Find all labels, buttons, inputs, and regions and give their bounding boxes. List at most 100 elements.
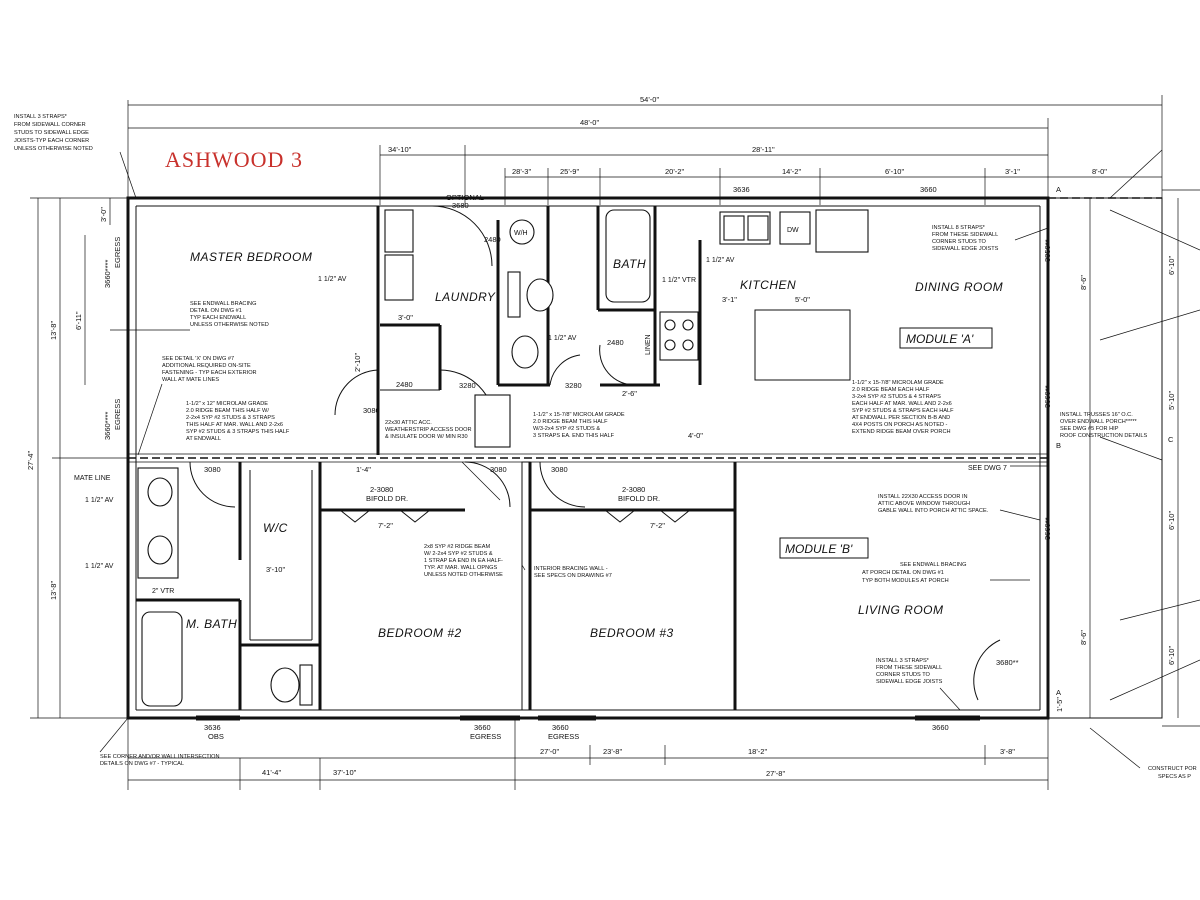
svg-text:INSTALL 22X30 ACCESS DOOR IN: INSTALL 22X30 ACCESS DOOR IN bbox=[878, 494, 968, 500]
dim-8-0: 8'-0" bbox=[1092, 167, 1107, 176]
note-access-door: INSTALL 22X30 ACCESS DOOR IN ATTIC ABOVE… bbox=[878, 494, 989, 514]
dim-3-8: 3'-8" bbox=[1000, 747, 1015, 756]
svg-text:DETAILS ON DWG #7 - TYPICAL: DETAILS ON DWG #7 - TYPICAL bbox=[100, 761, 184, 767]
svg-text:ADDITIONAL REQUIRED ON-SITE: ADDITIONAL REQUIRED ON-SITE bbox=[162, 363, 251, 369]
svg-text:SIDEWALL EDGE JOISTS: SIDEWALL EDGE JOISTS bbox=[932, 246, 999, 252]
note-bracing-wall: INTERIOR BRACING WALL - SEE SPECS ON DRA… bbox=[534, 566, 612, 579]
dim-23-8: 23'-8" bbox=[603, 747, 622, 756]
room-bedroom2: BEDROOM #2 bbox=[378, 626, 462, 640]
dishwasher-icon bbox=[779, 211, 811, 245]
room-laundry: LAUNDRY bbox=[435, 290, 496, 304]
av-label-1: 1 1/2" AV bbox=[318, 276, 347, 283]
svg-text:1-1/2" x 12" MICROLAM GRADE: 1-1/2" x 12" MICROLAM GRADE bbox=[186, 401, 268, 407]
opening-3660-mb2: 3660**** bbox=[103, 412, 112, 440]
dim-r-6-10c: 6'-10" bbox=[1167, 646, 1176, 665]
svg-text:INSTALL 8 STRAPS*: INSTALL 8 STRAPS* bbox=[932, 225, 986, 231]
note-detail-x: SEE DETAIL 'X' ON DWG #7 ADDITIONAL REQU… bbox=[162, 356, 257, 383]
av-label-4: 1 1/2" AV bbox=[85, 497, 114, 504]
construction-notes: INSTALL 3 STRAPS* FROM SIDEWALL CORNER S… bbox=[14, 114, 1197, 780]
note-attic-access: 22x30 ATTIC ACC. WEATHERSTRIP ACCESS DOO… bbox=[385, 420, 472, 440]
marker-c: C bbox=[1168, 435, 1174, 444]
dim-27-4: 27'-4" bbox=[26, 451, 35, 470]
dim-37-10: 37'-10" bbox=[333, 768, 357, 777]
room-m-bath: M. BATH bbox=[186, 617, 237, 631]
svg-text:UNLESS OTHERWISE NOTED: UNLESS OTHERWISE NOTED bbox=[190, 322, 269, 328]
svg-text:TYP EACH ENDWALL: TYP EACH ENDWALL bbox=[190, 315, 246, 321]
svg-text:2.0 RIDGE BEAM THIS HALF: 2.0 RIDGE BEAM THIS HALF bbox=[533, 419, 608, 425]
note-3-straps-bottom: INSTALL 3 STRAPS* FROM THESE SIDEWALL CO… bbox=[876, 658, 943, 685]
interior-walls-b bbox=[136, 461, 737, 711]
svg-text:3-2x4 SYP #2 STUDS & 4 STRAPS: 3-2x4 SYP #2 STUDS & 4 STRAPS bbox=[852, 394, 941, 400]
bifold-1: 2-3080 bbox=[370, 485, 393, 494]
dim-34-10: 34'-10" bbox=[388, 145, 412, 154]
av-label-5: 1 1/2" AV bbox=[85, 563, 114, 570]
marker-a-top: A bbox=[1056, 185, 1061, 194]
bottom-dimensions: 41'-4" 37'-10" 27'-0" 23'-8" 18'-2" 27'-… bbox=[127, 718, 1049, 790]
dim-6-10: 6'-10" bbox=[885, 167, 904, 176]
mate-line-label: MATE LINE bbox=[74, 475, 111, 482]
svg-text:SIDEWALL EDGE JOISTS: SIDEWALL EDGE JOISTS bbox=[876, 679, 943, 685]
dim-28-3: 28'-3" bbox=[512, 167, 531, 176]
opening-3636-top: 3636 bbox=[733, 185, 750, 194]
opening-2480a: 2480 bbox=[484, 235, 501, 244]
vanity-sink-icon-2 bbox=[147, 535, 173, 565]
room-labels: MASTER BEDROOM LAUNDRY BATH KITCHEN DINI… bbox=[186, 227, 1003, 640]
note-construct-porch: CONSTRUCT POR SPECS AS P bbox=[1148, 766, 1197, 780]
opening-3660r2: 3660** bbox=[1043, 517, 1052, 540]
bathtub-icon bbox=[605, 209, 651, 303]
washer-icon bbox=[384, 209, 414, 253]
svg-text:JOISTS-TYP EACH CORNER: JOISTS-TYP EACH CORNER bbox=[14, 138, 89, 144]
master-toilet-icon bbox=[270, 667, 300, 703]
opening-callouts: 3636 3660 3660**** EGRESS 3660**** EGRES… bbox=[103, 185, 1052, 741]
module-a-label: MODULE 'A' bbox=[906, 332, 974, 346]
svg-text:DETAIL ON DWG #1: DETAIL ON DWG #1 bbox=[190, 308, 242, 314]
dim-48: 48'-0" bbox=[580, 118, 599, 127]
dim-20-2: 20'-2" bbox=[665, 167, 684, 176]
opening-3850: 3850** bbox=[1043, 239, 1052, 262]
marker-a-bottom: A bbox=[1056, 688, 1061, 697]
sink-icon bbox=[511, 335, 539, 369]
svg-text:WALL AT MATE LINES: WALL AT MATE LINES bbox=[162, 377, 219, 383]
vtr-label-2: 2" VTR bbox=[152, 588, 174, 595]
opening-3280b: 3280 bbox=[565, 381, 582, 390]
leader-lines bbox=[99, 149, 1200, 769]
toilet-icon bbox=[526, 278, 554, 312]
svg-text:WEATHERSTRIP ACCESS DOOR: WEATHERSTRIP ACCESS DOOR bbox=[385, 427, 472, 433]
svg-text:INSTALL TRUSSES 16" O.C.: INSTALL TRUSSES 16" O.C. bbox=[1060, 412, 1133, 418]
left-dimensions: 27'-4" 13'-8" 13'-8" 6'-11" 3'-0" bbox=[26, 197, 128, 719]
wh-label: W/H bbox=[514, 230, 528, 237]
svg-text:AT ENDWALL PER SECTION B-B AND: AT ENDWALL PER SECTION B-B AND bbox=[852, 415, 950, 421]
svg-text:CORNER STUDS TO: CORNER STUDS TO bbox=[932, 239, 987, 245]
note-corner-straps: INSTALL 3 STRAPS* FROM SIDEWALL CORNER S… bbox=[14, 114, 93, 152]
section-markers: A B C A bbox=[1056, 185, 1174, 697]
room-master-bedroom: MASTER BEDROOM bbox=[190, 250, 312, 264]
interior-dimensions: 3'-0" 2'-10" 3'-1" 5'-0" 2'-6" 4'-0" 1'-… bbox=[266, 295, 810, 574]
svg-text:UNLESS OTHERWISE NOTED: UNLESS OTHERWISE NOTED bbox=[14, 146, 93, 152]
room-bath: BATH bbox=[613, 257, 646, 271]
opening-2480b: 2480 bbox=[396, 380, 413, 389]
dim-27-8: 27'-8" bbox=[766, 769, 785, 778]
dim-1-3: 3'-0" bbox=[99, 207, 108, 222]
idim-2-6: 2'-6" bbox=[622, 389, 637, 398]
svg-text:SEE CORNER AND/OR WALL INTERSE: SEE CORNER AND/OR WALL INTERSECTION bbox=[100, 754, 220, 760]
refrigerator-icon bbox=[815, 209, 869, 253]
opening-3660-top: 3660 bbox=[920, 185, 937, 194]
opening-3660-b3: 3660 bbox=[932, 723, 949, 732]
dim-r-6-10a: 6'-10" bbox=[1167, 256, 1176, 275]
vtr-label-1: 1 1/2" VTR bbox=[662, 277, 696, 284]
water-heater-icon bbox=[509, 219, 535, 245]
svg-text:W/ 2-2x4 SYP #2 STUDS &: W/ 2-2x4 SYP #2 STUDS & bbox=[424, 551, 493, 557]
svg-text:THIS HALF AT MAR. WALL AND 2-2: THIS HALF AT MAR. WALL AND 2-2x6 bbox=[186, 422, 283, 428]
idim-3-0: 3'-0" bbox=[398, 313, 413, 322]
svg-text:CORNER STUDS TO: CORNER STUDS TO bbox=[876, 672, 931, 678]
door-swings bbox=[189, 205, 1001, 701]
svg-text:W/3-2x4 SYP #2 STUDS &: W/3-2x4 SYP #2 STUDS & bbox=[533, 426, 600, 432]
note-8-straps: INSTALL 8 STRAPS* FROM THESE SIDEWALL CO… bbox=[932, 225, 999, 252]
dim-13-8-top: 13'-8" bbox=[49, 321, 58, 340]
svg-text:1-1/2" x 15-7/8" MICROLAM GRAD: 1-1/2" x 15-7/8" MICROLAM GRADE bbox=[533, 412, 625, 418]
svg-text:EXTEND RIDGE BEAM OVER PORCH: EXTEND RIDGE BEAM OVER PORCH bbox=[852, 429, 951, 435]
opening-3660r: 3660** bbox=[1043, 385, 1052, 408]
fixtures bbox=[137, 209, 869, 707]
room-living: LIVING ROOM bbox=[858, 603, 944, 617]
opening-3660-b2: 3660 bbox=[552, 723, 569, 732]
